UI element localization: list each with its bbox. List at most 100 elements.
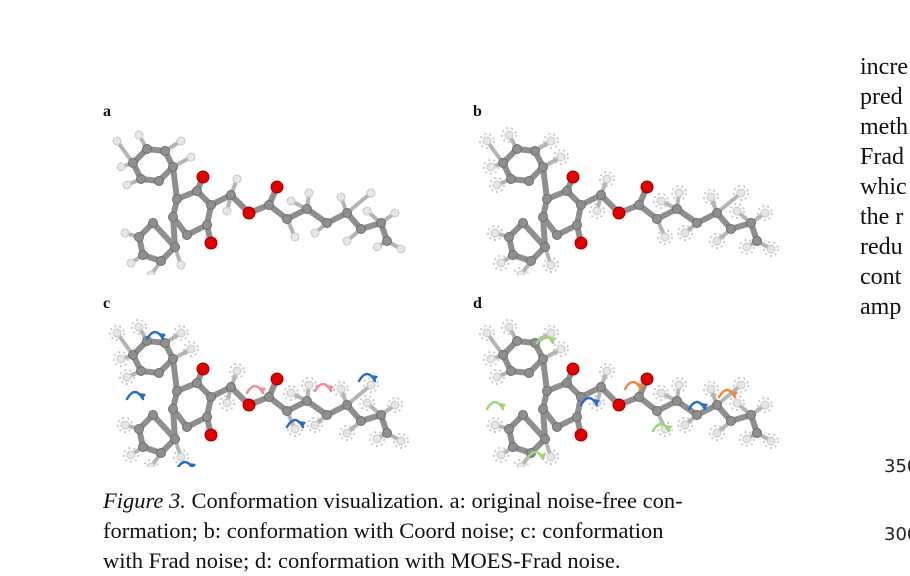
carbon-atom [136,174,146,184]
hydrogen-atom [146,270,156,275]
carbon-atom [746,410,756,420]
hydrogen-atom [482,328,492,338]
noise-halo [307,417,323,433]
carbon-atom [134,424,144,434]
noise-halo [653,385,669,401]
carbon-atom [692,410,702,420]
bond [520,412,548,442]
hydrogen-atom [116,162,126,172]
noise-halo [757,205,773,221]
hydrogen-atom [286,196,296,206]
caption-line-1: Figure 3. Conformation visualization. a:… [103,486,815,516]
carbon-atom [182,422,192,432]
hydrogen-atom [504,130,514,140]
carbon-atom [652,214,662,224]
oxygen-atom [612,206,626,220]
noise-halo [657,229,673,245]
hydrogen-atom [120,228,130,238]
noise-halo [653,193,669,209]
bond [540,406,548,442]
figure-caption: Figure 3. Conformation visualization. a:… [103,486,815,576]
carbon-atom [540,434,550,444]
carbon-atom [134,232,144,242]
hydrogen-atom [396,436,406,446]
carbon-atom [382,236,392,246]
carbon-atom [356,224,366,234]
right-col-line: the r [860,204,904,230]
hydrogen-atom [134,322,144,332]
bond [170,406,178,442]
noise-halo [729,203,745,219]
hydrogen-bond [715,191,743,215]
carbon-atom [172,386,182,396]
torsion-arrow-head [665,425,672,431]
carbon-atom [524,368,534,378]
carbon-atom [498,158,508,168]
carbon-atom [192,186,202,196]
hydrogen-bond [345,383,373,407]
hydrogen-atom [126,450,136,460]
hydrogen-atom [186,152,196,162]
oxygen-atom [196,170,210,184]
noise-halo [703,189,719,205]
hydrogen-atom [232,174,242,184]
carbon-atom [524,176,534,186]
hydrogen-atom [504,322,514,332]
noise-halo [589,203,605,219]
torsion-noise-arrow [313,382,333,393]
hydrogen-atom [222,398,232,408]
carbon-atom [712,208,722,218]
carbon-atom [302,396,312,406]
hydrogen-atom [286,388,296,398]
noise-halo [493,447,509,463]
hydrogen-atom [304,188,314,198]
hydrogen-atom [186,344,196,354]
carbon-atom [538,212,548,222]
right-col-line: whic [860,174,907,200]
carbon-atom [634,200,644,210]
oxygen-atom [574,236,588,250]
hydrogen-atom [390,208,400,218]
hydrogen-atom [372,242,382,252]
hydrogen-atom [736,380,746,390]
hydrogen-atom [116,354,126,364]
carbon-atom [538,162,548,172]
hydrogen-atom [122,180,132,190]
carbon-atom [376,218,386,228]
carbon-atom [712,400,722,410]
noise-halo [543,133,559,149]
carbon-atom [148,218,158,228]
hydrogen-atom [396,244,406,254]
hydrogen-atom [674,380,684,390]
carbon-atom [154,368,164,378]
hydrogen-atom [366,380,376,390]
noise-halo [333,381,349,397]
carbon-atom [182,230,192,240]
torsion-noise-arrow [623,380,643,391]
right-col-line: incre [860,54,908,80]
carbon-atom [154,176,164,186]
torsion-arrow-head [299,421,306,427]
hydrogen-atom [766,244,776,254]
carbon-atom [342,400,352,410]
hydrogen-atom [482,136,492,146]
carbon-atom [342,208,352,218]
carbon-atom [142,336,152,346]
torsion-arrow-head [139,393,146,399]
noise-halo [677,225,693,241]
noise-halo [369,431,385,447]
carbon-atom [160,146,170,156]
noise-halo [489,177,505,193]
noise-halo [763,433,779,449]
carbon-atom [168,354,178,364]
hydrogen-atom [232,366,242,376]
hydrogen-atom [706,192,716,202]
caption-line-2: formation; b: conformation with Coord no… [103,518,664,543]
carbon-atom [552,230,562,240]
bond [170,356,180,394]
noise-halo [173,325,189,341]
noise-halo [763,241,779,257]
caption-label: Figure 3. [103,488,186,513]
noise-halo [709,425,725,441]
noise-halo [119,369,135,385]
